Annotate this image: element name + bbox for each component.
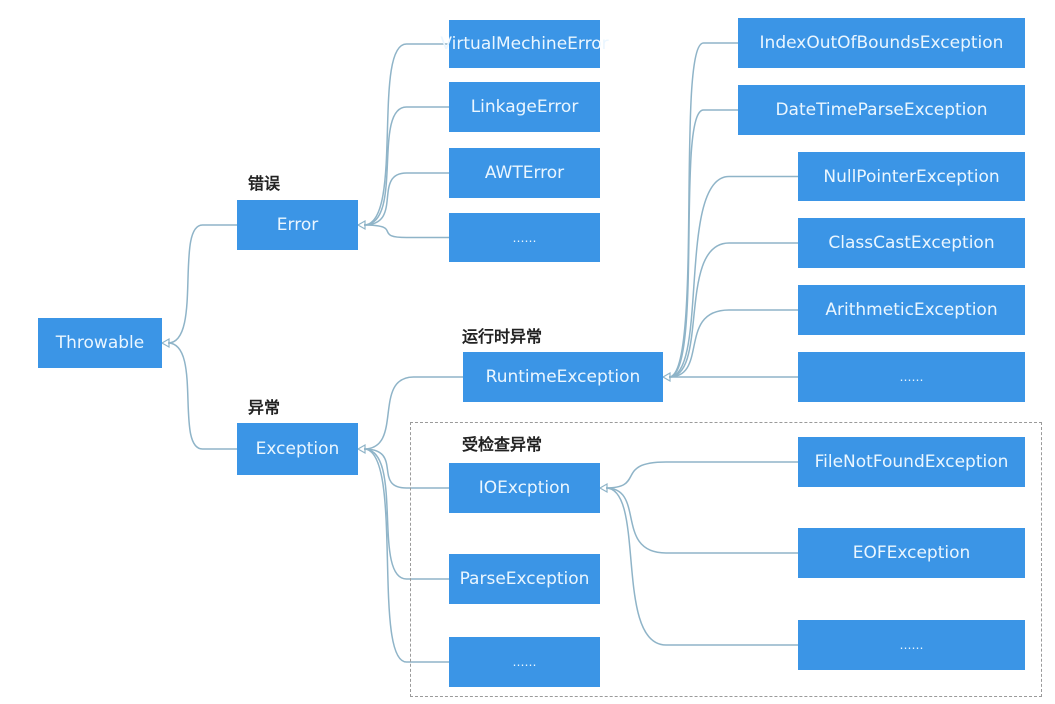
node-linkage-error: LinkageError xyxy=(449,82,600,132)
connector-error-to-throwable xyxy=(167,224,237,344)
node-runtime-exception: RuntimeException xyxy=(463,352,663,402)
node-error-more: …… xyxy=(449,213,600,262)
node-io-more: …… xyxy=(798,620,1025,670)
connector-class_cast-to-runtime xyxy=(668,242,798,378)
connector-eof-to-io xyxy=(605,487,798,554)
inheritance-arrow-icon xyxy=(356,219,366,231)
node-error: Error xyxy=(237,200,358,250)
inheritance-arrow-icon xyxy=(160,337,170,349)
checked-exception-group xyxy=(410,422,1042,697)
connector-vm_error-to-error xyxy=(363,43,449,226)
node-io-exception: IOExcption xyxy=(449,463,600,513)
node-file-not-found: FileNotFoundException xyxy=(798,437,1025,487)
node-null-pointer: NullPointerException xyxy=(798,152,1025,201)
connector-linkage_error-to-error xyxy=(363,106,449,226)
connector-io_more-to-io xyxy=(605,487,798,646)
connector-file_not_found-to-io xyxy=(605,461,798,489)
node-throwable: Throwable xyxy=(38,318,162,368)
error-group-label: 错误 xyxy=(248,174,281,193)
connector-exception-to-throwable xyxy=(167,342,237,450)
connector-awt_error-to-error xyxy=(363,172,449,226)
exception-group-label: 异常 xyxy=(248,398,281,417)
node-index-out-of-bounds: IndexOutOfBoundsException xyxy=(738,18,1025,68)
connector-exception_more-to-exception xyxy=(363,448,449,663)
node-exception-more: …… xyxy=(449,637,600,687)
node-awt-error: AWTError xyxy=(449,148,600,198)
connector-null_pointer-to-runtime xyxy=(668,175,798,378)
node-parse-exception: ParseException xyxy=(449,554,600,604)
connector-runtime-to-exception xyxy=(363,376,463,450)
connector-error_more-to-error xyxy=(363,224,449,239)
inheritance-arrow-icon xyxy=(356,443,366,455)
node-exception: Exception xyxy=(237,423,358,475)
node-runtime-more: …… xyxy=(798,352,1025,402)
node-class-cast: ClassCastException xyxy=(798,218,1025,268)
node-arithmetic: ArithmeticException xyxy=(798,285,1025,335)
node-datetime-parse: DateTimeParseException xyxy=(738,85,1025,135)
node-virtual-machine-error: VirtualMechineError xyxy=(440,20,609,68)
runtime-group-label: 运行时异常 xyxy=(462,327,543,346)
inheritance-arrow-icon xyxy=(661,371,671,383)
connector-datetime_parse-to-runtime xyxy=(668,109,738,378)
node-eof: EOFException xyxy=(798,528,1025,578)
connector-io-to-exception xyxy=(363,448,449,489)
connector-parse-to-exception xyxy=(363,448,449,580)
checked-group-label: 受检查异常 xyxy=(462,435,543,454)
connector-arithmetic-to-runtime xyxy=(668,309,798,378)
